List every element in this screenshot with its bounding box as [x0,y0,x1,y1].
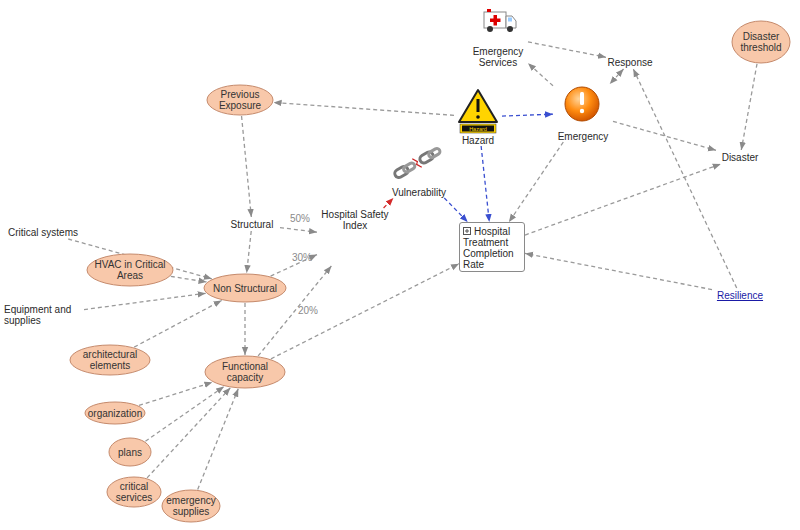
node-label: architectural elements [72,349,148,371]
hazard-sign [459,90,497,133]
broken-chain-icon [392,145,442,181]
ellipse-node: critical services [106,476,162,508]
ellipse-shape [107,477,161,507]
node-label: Hazard [462,135,494,146]
ellipse-node: Previous Exposure [206,84,274,116]
arrow-connector [274,102,454,115]
arrow-connector [280,228,317,233]
arrow-connector [84,293,206,309]
text-node: Equipment and supplies [4,302,84,328]
sign-caption: Hazard [462,126,494,132]
node-label: Hospital Safety Index [317,209,393,231]
node-label: Hospital Treatment Completion Rate [463,226,521,270]
ellipse-shape [205,356,285,388]
text-node: Structural [224,217,280,231]
text-node: Critical systems [2,225,84,239]
arrow-connector [147,388,230,478]
node-label: Disaster threshold [734,31,788,53]
node-label: Critical systems [8,227,78,238]
expand-plus [465,229,469,233]
arrow-connector [509,142,563,222]
ambulance-icon [484,9,516,32]
link-node: Resilience [712,288,768,302]
node-label: Non Structural [206,283,284,294]
arrow-connector [244,303,245,355]
node-label: Structural [231,219,274,230]
arrow-connector [134,300,221,347]
edge-weight: 20% [298,305,318,316]
node-label: emergency supplies [164,495,218,517]
arrow-connector [198,389,239,490]
arrow-connector [525,253,712,289]
edge-weight: 50% [290,213,310,224]
node-label: HVAC in Critical Areas [89,259,171,281]
arrow-connector [171,276,207,282]
text-node: Hospital Safety Index [317,208,393,266]
icon-node: Emergency Services [468,4,528,68]
expand-icon [463,227,472,236]
arrow-connector [242,116,252,217]
arrow-connector [384,198,394,208]
icon-node: Vulnerability [388,146,450,198]
arrow-connector [633,69,736,288]
rounded-box: Hospital Treatment Completion Rate [459,222,525,272]
ellipse-shape [207,85,273,115]
arrow-connector [271,264,459,359]
node-label: Emergency [558,131,609,142]
arrow-connector [444,198,467,222]
ellipse-node: architectural elements [69,344,151,376]
ellipse-shape [87,254,173,286]
node-label: Previous Exposure [209,89,271,111]
node-label: Functional capacity [207,361,283,383]
ellipse-node: Functional capacity [204,355,286,389]
text-node: Disaster [716,150,764,164]
ellipse-shape [85,402,145,424]
ellipse-shape [70,345,150,375]
ellipse-node: emergency supplies [161,489,221,523]
emergency-symbol [565,87,599,121]
arrow-connector [247,231,252,273]
arrow-connector [525,164,721,235]
ellipse-shape [162,490,220,522]
ellipse-shape [732,21,790,63]
ellipse-node: Disaster threshold [731,20,791,64]
icon-node: Emergency [553,84,613,142]
arrow-connector [528,63,553,86]
node-label: Resilience [717,290,763,301]
node-label: Emergency Services [468,46,528,68]
icon-node: Hazard [454,88,502,146]
node-label: Response [607,57,652,68]
expand-square [464,228,471,235]
arrow-connector [502,114,553,116]
node-label: plans [111,447,149,458]
node-label: critical services [109,481,159,503]
arrow-connector [145,387,224,442]
node-label: Equipment and supplies [4,304,84,326]
edge-weight: 30% [292,252,312,263]
node-label: Vulnerability [392,187,446,198]
arrow-connector [610,69,624,84]
node-label: organization [87,408,143,419]
ellipse-node: plans [108,437,152,467]
ellipse-shape [109,438,151,466]
ellipse-node: Non Structural [203,273,287,303]
ellipse-node: organization [84,401,146,425]
arrow-connector [139,382,212,405]
node-label: Disaster [722,152,759,163]
ellipse-node: HVAC in Critical Areas [86,253,174,287]
text-node: Response [606,55,654,69]
arrow-connector [741,64,757,150]
arrow-connector [528,42,606,57]
ellipse-shape [204,274,286,302]
arrow-connector [481,146,489,222]
